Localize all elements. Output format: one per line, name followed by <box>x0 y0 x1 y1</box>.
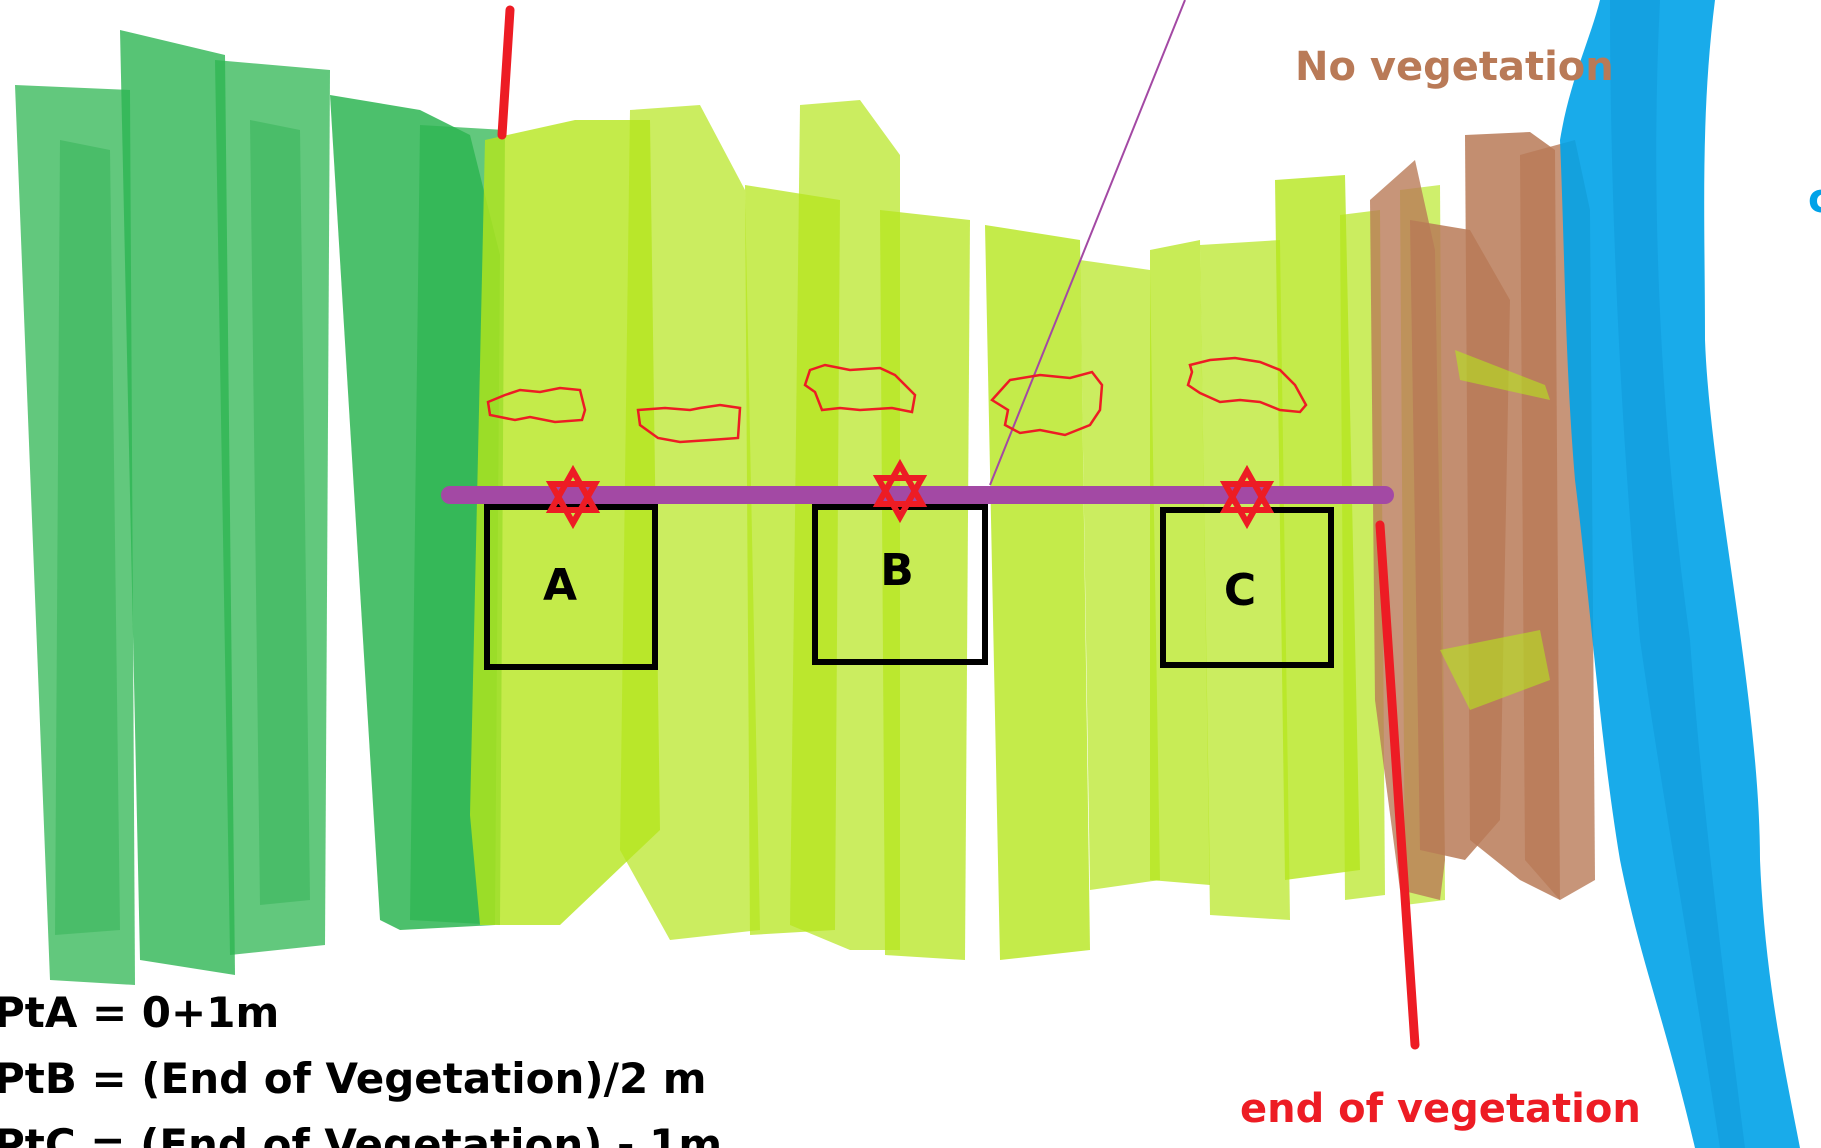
clump-outline-icon <box>636 403 742 444</box>
vegetation-end-boundary-line <box>1375 520 1420 1050</box>
legend-line-ptb: PtB = (End of Vegetation)/2 m <box>0 1054 707 1103</box>
clump-outline-icon <box>990 370 1104 437</box>
light-green-vegetation-zone <box>470 100 1445 960</box>
star-of-david-icon <box>872 458 928 524</box>
diagonal-guide-line <box>989 0 1186 486</box>
clump-outline-icon <box>803 363 917 414</box>
plot-point-markers <box>545 458 1275 530</box>
legend-line-ptc: PtC = (End of Vegetation) - 1m <box>0 1120 722 1148</box>
plot-label-c: C <box>1224 565 1256 616</box>
legend-line-pta: PtA = 0+1m <box>0 988 279 1037</box>
clump-outline-icon <box>486 386 587 424</box>
cut-off-label: c <box>1808 176 1821 222</box>
bare-ground-zone <box>1370 132 1595 900</box>
star-of-david-icon <box>1219 464 1275 530</box>
plot-label-b: B <box>880 545 914 596</box>
water-channel <box>1560 0 1800 1148</box>
vegetation-clump-outlines <box>486 356 1308 444</box>
no-vegetation-label: No vegetation <box>1295 44 1614 90</box>
dark-green-vegetation-zone <box>15 30 505 985</box>
vegetation-start-boundary-line <box>497 5 515 140</box>
plot-label-a: A <box>543 560 577 611</box>
star-of-david-icon <box>545 464 601 530</box>
clump-outline-icon <box>1186 356 1308 414</box>
end-of-vegetation-label: end of vegetation <box>1240 1086 1641 1132</box>
